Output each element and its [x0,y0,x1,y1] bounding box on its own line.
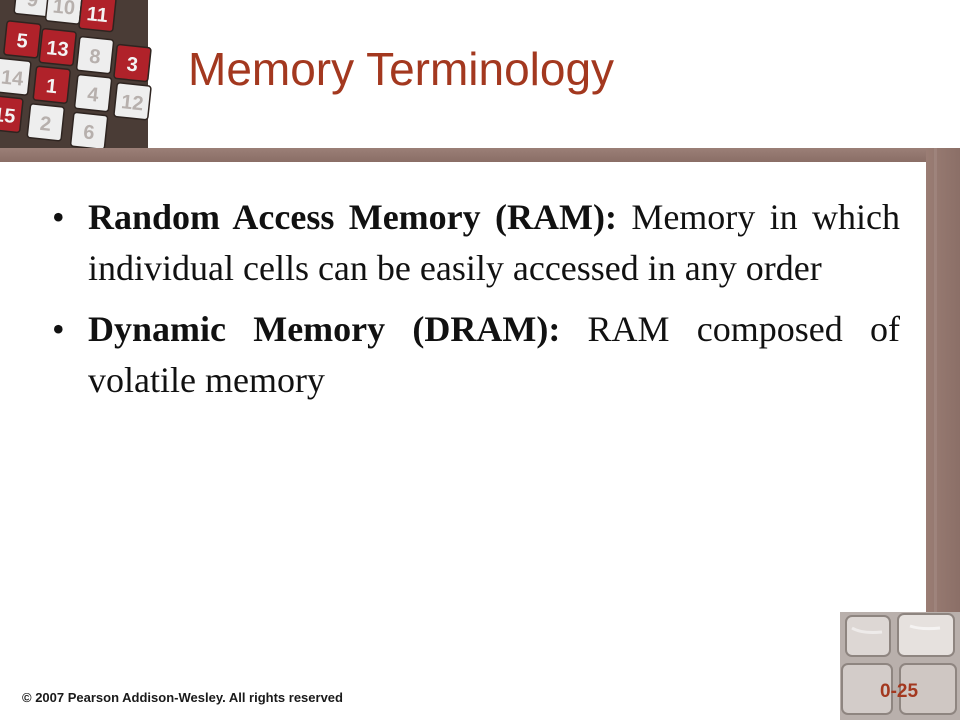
bullet-list: • Random Access Memory (RAM): Memory in … [48,192,900,416]
puzzle-tile [0,94,24,134]
frame-band-top [0,148,960,162]
puzzle-tile-number: 13 [45,37,69,61]
puzzle-tile-number: 1 [45,75,58,98]
puzzle-tile [32,65,71,104]
puzzle-tile [78,0,117,33]
bullet-glyph: • [52,197,65,237]
puzzle-tile-number: 12 [120,91,144,115]
term-dram: Dynamic Memory (DRAM): [88,309,561,349]
bullet-item-ram: • Random Access Memory (RAM): Memory in … [48,192,900,294]
puzzle-tile [113,43,152,83]
puzzle-tile [75,35,115,75]
puzzle-tile-number: 2 [39,113,52,136]
definition-ram: Memory in which individual cells can be … [88,197,900,288]
keyboard-image [840,612,960,720]
puzzle-tile [113,82,152,121]
puzzle-tile [26,103,65,142]
puzzle-tile-number: 15 [0,104,16,128]
puzzle-tile-number: 5 [15,30,28,53]
puzzle-tile-number: 6 [82,121,95,144]
bullet-item-dram: • Dynamic Memory (DRAM): RAM composed of… [48,304,900,406]
puzzle-tile-number: 10 [52,0,76,20]
copyright-footer: © 2007 Pearson Addison-Wesley. All right… [22,690,343,705]
puzzle-tile-number: 9 [26,0,39,12]
puzzle-tile-number: 3 [126,54,139,77]
page-number: 0-25 [880,681,919,702]
bullet-glyph: • [52,309,65,349]
definition-dram: RAM composed of volatile memory [88,309,900,400]
puzzle-tile [3,20,42,59]
puzzle-tile-number: 8 [88,46,101,69]
puzzle-tile [0,57,32,96]
slide-title: Memory Terminology [188,43,615,95]
puzzle-tile-number: 4 [86,84,100,107]
puzzle-tile [38,28,77,67]
puzzle-tile [73,73,113,113]
puzzle-tile-number: 14 [0,66,25,90]
term-ram: Random Access Memory (RAM): [88,197,617,237]
puzzle-tile [69,111,109,151]
puzzle-tile-number: 11 [86,3,109,27]
